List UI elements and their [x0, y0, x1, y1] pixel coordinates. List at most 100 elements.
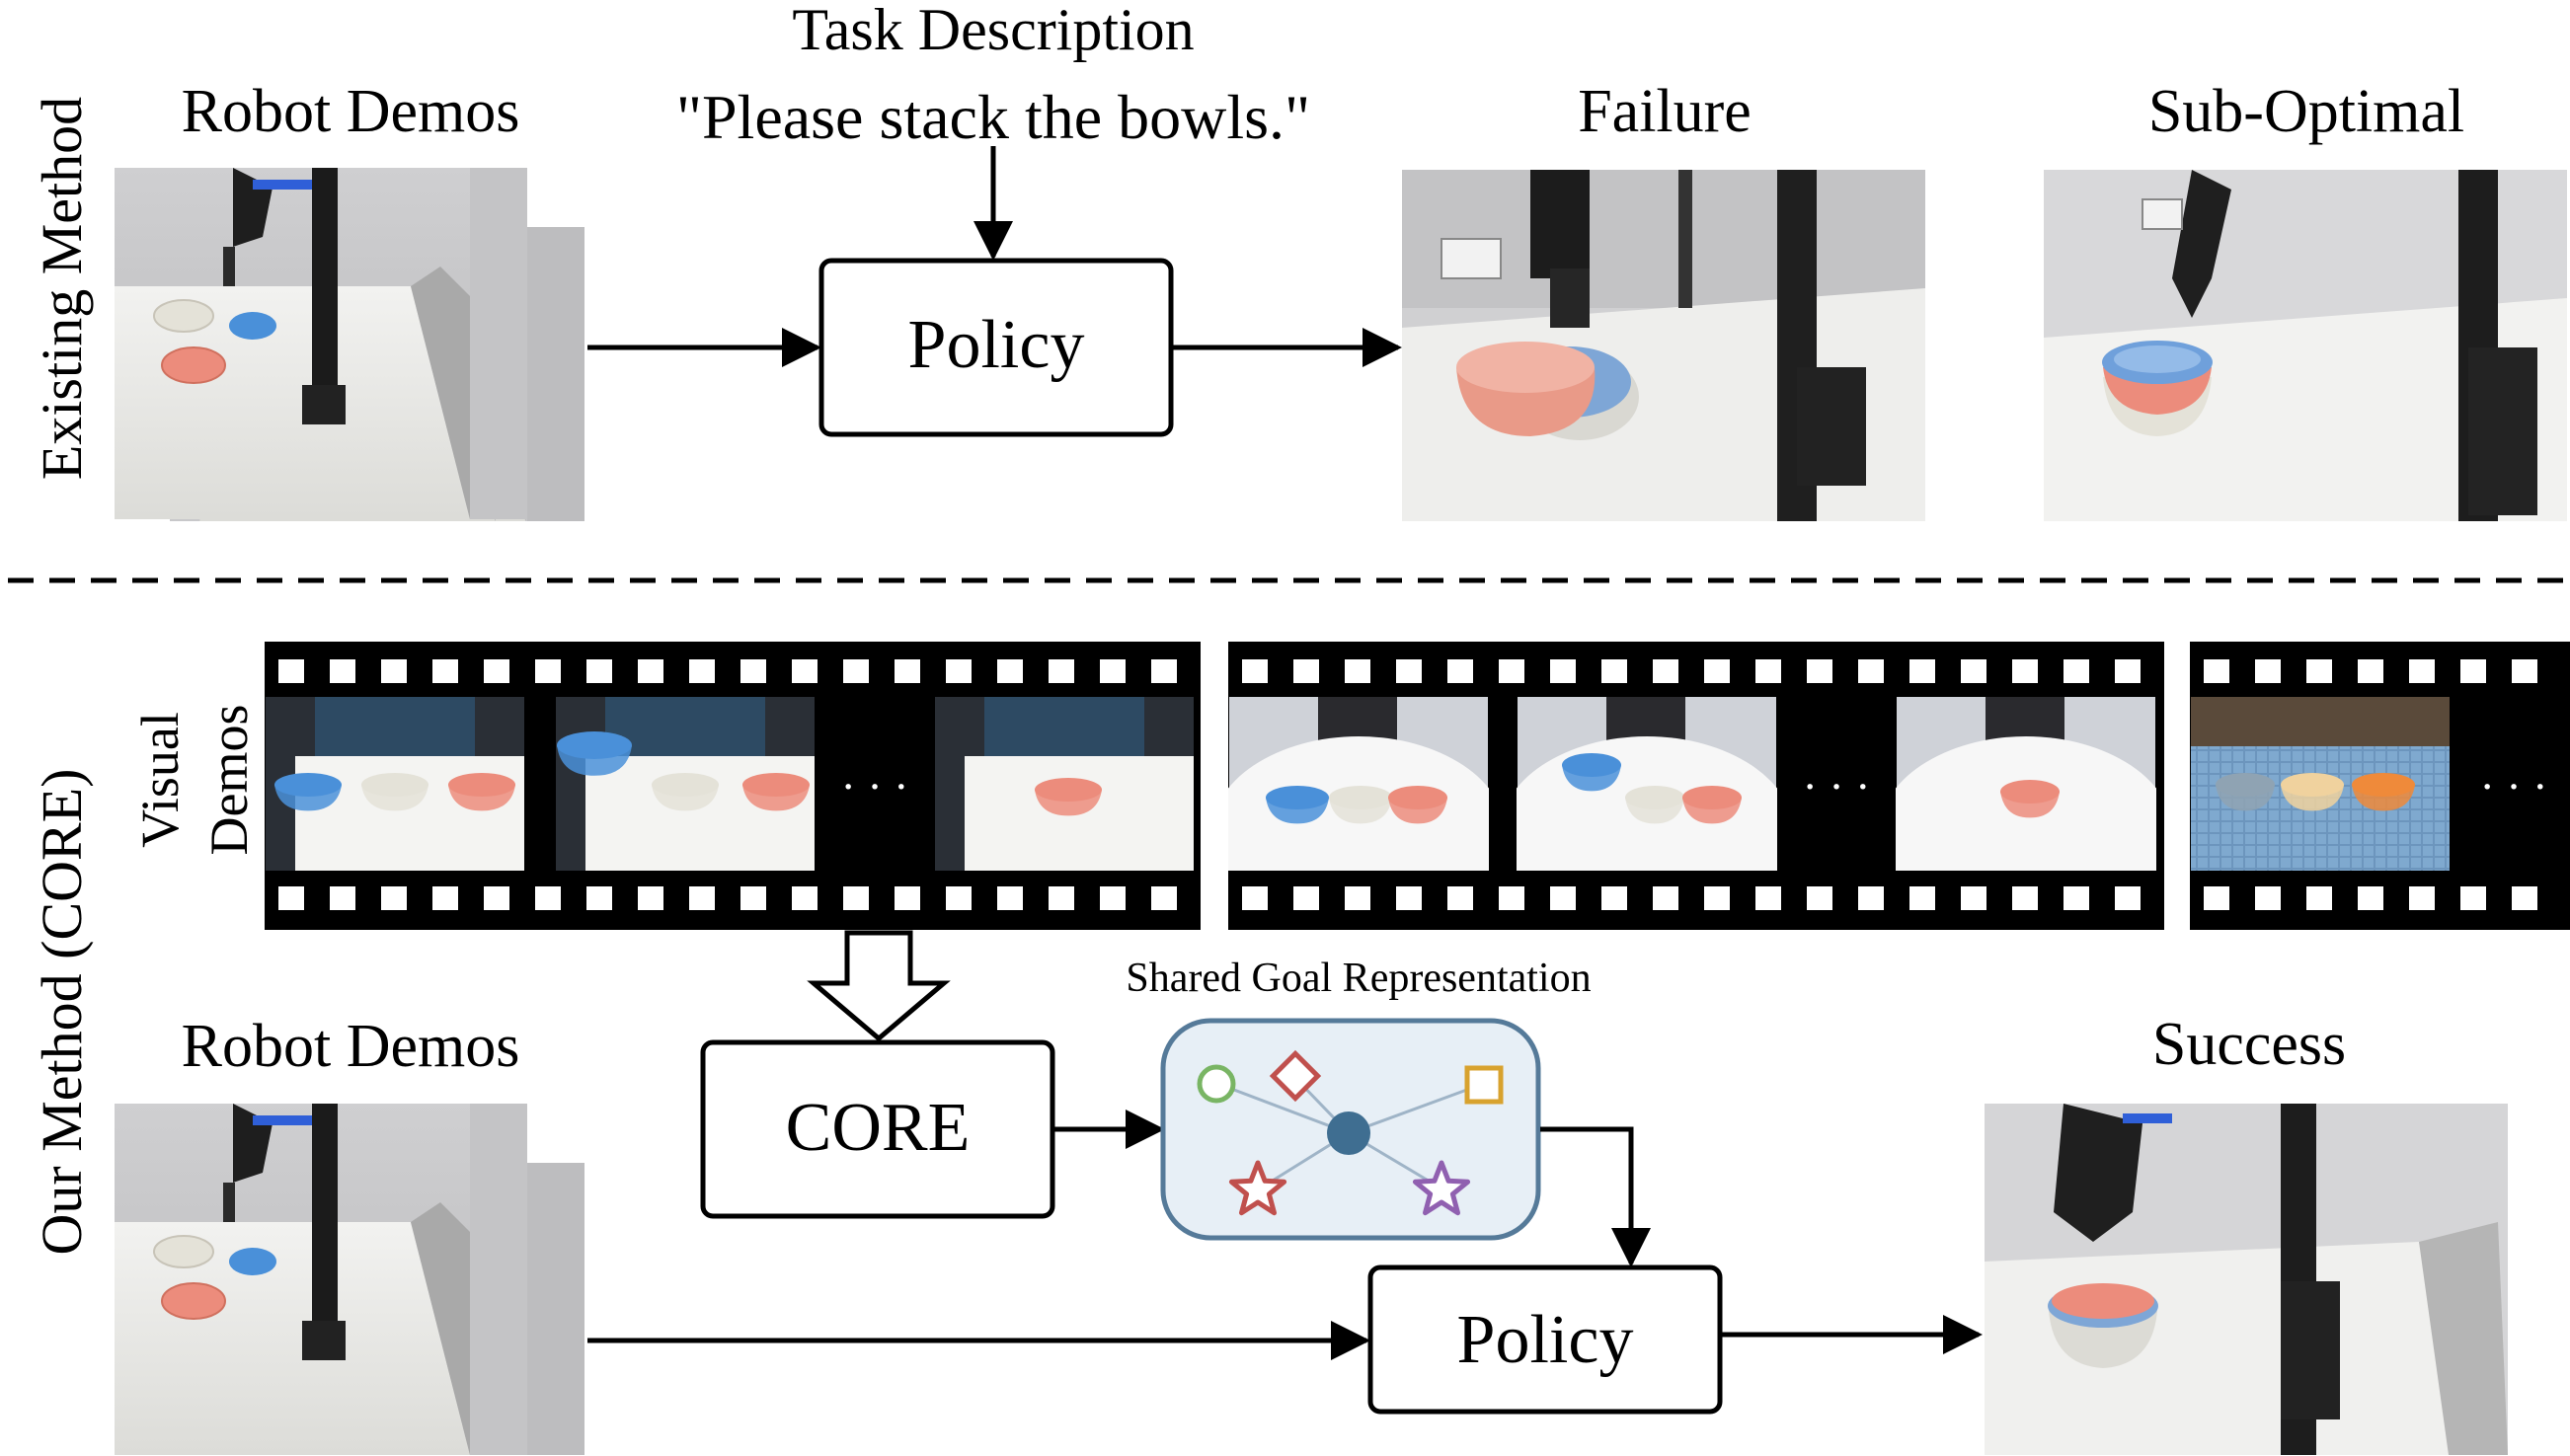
failure-label: Failure	[1578, 78, 1752, 145]
film-strip-2: · · ·	[1228, 642, 2164, 930]
film-perforation	[2358, 886, 2383, 910]
star-purple-icon	[1412, 1160, 1471, 1216]
bottom-robot-demo-stack	[115, 1104, 584, 1455]
diamond-icon	[1269, 1049, 1322, 1103]
bowl-rim	[2000, 780, 2060, 804]
film-perforation	[1858, 886, 1884, 910]
visual-demos-label-line2: Demos	[199, 705, 259, 856]
film-perforation	[1049, 659, 1074, 683]
film-perforation	[2115, 886, 2141, 910]
bowl-rim	[448, 773, 515, 797]
film-perforation	[1704, 886, 1730, 910]
film-perforation	[1550, 659, 1576, 683]
film-perforation	[1909, 886, 1935, 910]
film-perforation	[1653, 886, 1678, 910]
film-perforation	[1550, 886, 1576, 910]
film-perforation	[2512, 886, 2537, 910]
film-perforation	[1755, 659, 1781, 683]
film-perforation	[2460, 886, 2486, 910]
film-perforation	[1345, 886, 1370, 910]
film-perforation	[2204, 886, 2229, 910]
bowl-rim	[1562, 753, 1621, 777]
film-perforation	[1704, 659, 1730, 683]
bowl-rim	[742, 773, 810, 797]
film-perforation	[1100, 886, 1126, 910]
core-method-section: Our Method (CORE) Visual Demos · · · · ·…	[30, 642, 2570, 1455]
film-perforation	[432, 886, 458, 910]
failure-image	[1402, 170, 1925, 521]
success-image	[1985, 1104, 2508, 1455]
film-perforation	[2306, 659, 2332, 683]
film-perforation	[895, 659, 920, 683]
film-perforation	[740, 886, 766, 910]
film-perforation	[792, 886, 818, 910]
film-perforation	[381, 886, 407, 910]
film-perforation	[2204, 659, 2229, 683]
film-perforation	[1447, 659, 1473, 683]
film-perforation	[330, 886, 355, 910]
film-perforation	[484, 886, 509, 910]
film-perforation	[1242, 886, 1268, 910]
film-perforation	[2409, 886, 2435, 910]
film-perforation	[1396, 659, 1422, 683]
film-perforation	[1447, 886, 1473, 910]
film-perforation	[946, 886, 972, 910]
bowl-rim	[2352, 773, 2415, 797]
bowl-rim	[2216, 773, 2275, 797]
film-perforation	[1961, 659, 1986, 683]
bowl-rim	[1329, 786, 1392, 809]
visual-demos-label-line1: Visual	[130, 712, 190, 848]
star-red-icon	[1228, 1160, 1287, 1216]
film-perforation	[278, 886, 304, 910]
goal-to-policy-arrow	[1540, 1126, 1651, 1267]
film-perforation	[484, 659, 509, 683]
suboptimal-label: Sub-Optimal	[2148, 78, 2464, 145]
film-perforation	[997, 659, 1023, 683]
film-perforation	[1396, 886, 1422, 910]
circle-icon	[1197, 1064, 1236, 1104]
film-perforation	[330, 659, 355, 683]
film-perforation	[1807, 659, 1832, 683]
suboptimal-image	[2044, 170, 2567, 521]
top-policy-box	[818, 258, 1174, 437]
shared-goal-label: Shared Goal Representation	[1126, 956, 1591, 1001]
film-perforation	[2012, 886, 2038, 910]
shared-goal-representation-box	[1160, 1018, 1541, 1241]
film-bowls	[274, 731, 2415, 824]
film-perforation	[1293, 886, 1319, 910]
film3-ellipsis: · · ·	[2480, 761, 2548, 811]
film-perforation	[1151, 886, 1177, 910]
film-perforation	[1961, 886, 1986, 910]
core-method-side-label: Our Method (CORE)	[30, 769, 94, 1256]
film-perforation	[2115, 659, 2141, 683]
core-box	[700, 1039, 1055, 1219]
film-perforation	[843, 659, 869, 683]
film-perforation	[740, 659, 766, 683]
film-perforation	[1100, 659, 1126, 683]
existing-method-section: Existing Method Robot Demos Task Descrip…	[30, 0, 2567, 521]
film-perforation	[689, 886, 715, 910]
film-perforation	[586, 886, 612, 910]
bottom-policy-box	[1367, 1264, 1723, 1415]
bowl-rim	[1266, 786, 1329, 809]
bowl-rim	[2281, 773, 2344, 797]
bowl-rim	[1035, 778, 1102, 802]
bowl-rim	[557, 731, 632, 759]
film-perforation	[1755, 886, 1781, 910]
visual-demos-to-core-arrow	[807, 930, 951, 1042]
film-perforation	[2255, 659, 2281, 683]
film-perforation	[432, 659, 458, 683]
film-perforation	[1499, 886, 1524, 910]
film-perforation	[1293, 659, 1319, 683]
film-perforation	[2512, 659, 2537, 683]
film-perforation	[2306, 886, 2332, 910]
film-perforation	[2064, 886, 2089, 910]
film-perforation	[689, 659, 715, 683]
core-label: CORE	[786, 1090, 971, 1166]
film2-ellipsis: · · ·	[1803, 761, 1871, 811]
film-perforation	[2460, 659, 2486, 683]
film-perforation	[535, 659, 561, 683]
film-perforation	[2064, 659, 2089, 683]
film-perforation	[1242, 659, 1268, 683]
